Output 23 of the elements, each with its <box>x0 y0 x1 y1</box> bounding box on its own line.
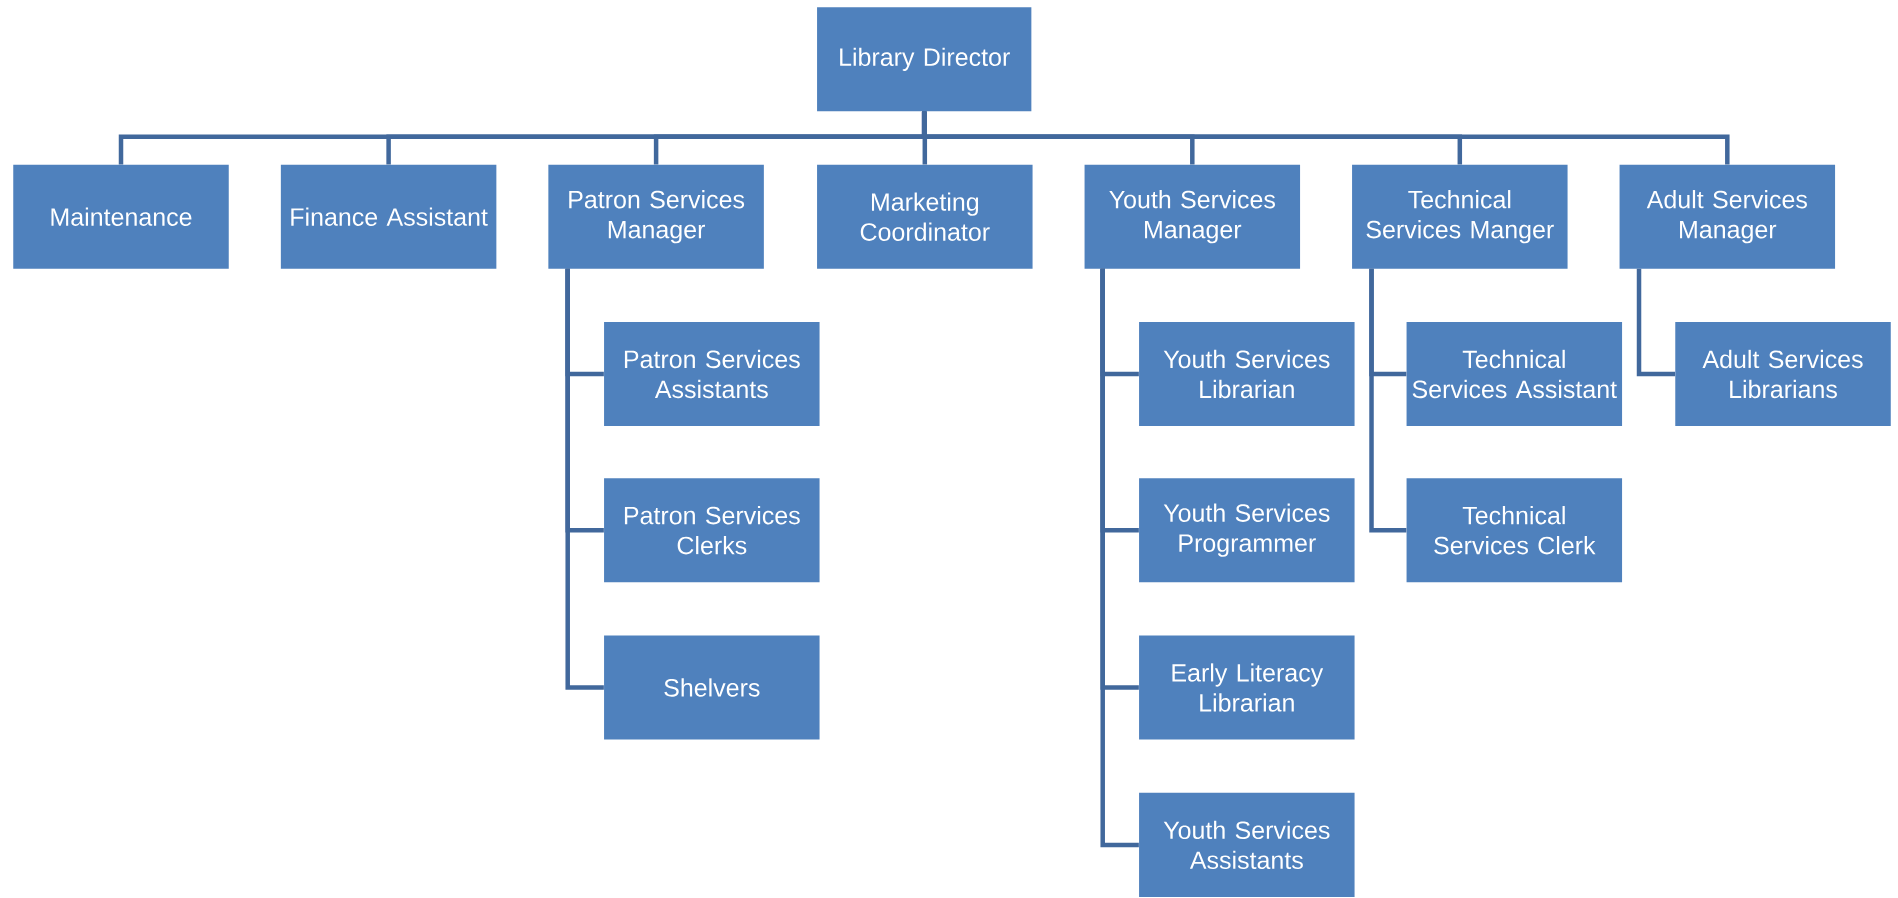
org-box: Shelvers <box>604 635 820 740</box>
connector-line <box>1636 268 1676 377</box>
org-box: Technical Services Clerk <box>1406 478 1623 583</box>
org-box: Youth Services Assistants <box>1139 792 1355 897</box>
connector-line <box>921 111 1730 165</box>
connector-line <box>565 268 604 690</box>
org-box: Technical Services Assistant <box>1406 321 1623 427</box>
org-box: Finance Assistant <box>280 164 497 269</box>
org-box: Patron Services Manager <box>548 164 764 269</box>
org-box: Adult Services Manager <box>1619 164 1836 269</box>
org-box: Youth Services Manager <box>1084 164 1301 269</box>
connector-line <box>1369 268 1407 533</box>
org-box: Youth Services Programmer <box>1139 478 1355 583</box>
org-box: Maintenance <box>13 164 229 269</box>
org-box: Adult Services Librarians <box>1675 321 1891 427</box>
org-box: Technical Services Manger <box>1352 164 1568 269</box>
connector-line <box>1100 268 1139 848</box>
org-box: Marketing Coordinator <box>817 164 1033 269</box>
org-box: Patron Services Clerks <box>604 478 820 583</box>
org-box: Patron Services Assistants <box>604 321 820 427</box>
org-box: Youth Services Librarian <box>1139 321 1355 427</box>
org-box: Library Director <box>817 7 1032 112</box>
org-box: Early Literacy Librarian <box>1139 635 1355 740</box>
